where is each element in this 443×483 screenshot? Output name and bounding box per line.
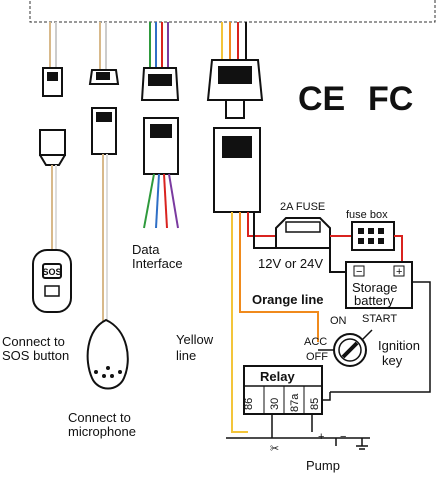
battery-minus: − <box>356 266 362 278</box>
relay-pin-87a: 87a <box>289 393 301 412</box>
device-box <box>29 0 436 23</box>
fusebox-label: fuse box <box>346 209 388 221</box>
ignition-switch <box>318 329 373 367</box>
data-label-line2: Interface <box>132 256 183 271</box>
fuse-box <box>351 221 403 272</box>
relay-pin-30: 30 <box>269 398 281 410</box>
yellow-line-label-1: Yellow <box>176 332 214 347</box>
pump-minus: − <box>340 431 346 443</box>
orange-line-label: Orange line <box>252 292 324 307</box>
ignition-label-line1: Ignition <box>378 338 420 353</box>
ce-logo: CE <box>298 80 345 118</box>
microphone <box>86 318 129 390</box>
battery-plus: + <box>396 266 402 278</box>
fuse-label: 2A FUSE <box>280 201 325 213</box>
svg-text:SOS: SOS <box>42 267 61 277</box>
voltage-label: 12V or 24V <box>258 256 323 271</box>
mic-label-line2: microphone <box>68 424 136 439</box>
ignition-label-line2: key <box>382 353 403 368</box>
yellow-line-label-2: line <box>176 348 196 363</box>
pump-wiring: ✂ <box>226 414 370 455</box>
sos-label-line2: SOS button <box>2 348 69 363</box>
relay-pin-85: 85 <box>309 398 321 410</box>
data-interface-cable <box>140 22 180 229</box>
svg-text:✂: ✂ <box>270 443 279 455</box>
ignition-on: ON <box>330 315 347 327</box>
pump-label: Pump <box>306 458 340 473</box>
ignition-start: START <box>362 313 397 325</box>
sos-cable: SOS <box>32 22 72 313</box>
relay <box>243 365 331 415</box>
sos-button <box>32 249 72 313</box>
sos-connector-bottom <box>39 129 66 156</box>
power-cable <box>206 22 346 433</box>
fc-logo: FC <box>368 80 413 118</box>
data-label-line1: Data <box>132 242 160 257</box>
ignition-acc: ACC <box>304 336 327 348</box>
microphone-cable <box>86 22 129 390</box>
mic-label-line1: Connect to <box>68 410 131 425</box>
relay-label: Relay <box>260 369 295 384</box>
pump-plus: + <box>318 431 324 443</box>
storage-battery <box>330 261 431 393</box>
inline-fuse <box>275 217 352 249</box>
sos-label-line1: Connect to <box>2 334 65 349</box>
battery-label-line1: Storage <box>352 280 398 295</box>
battery-label-line2: battery <box>354 293 394 308</box>
ignition-off: OFF <box>306 351 328 363</box>
relay-pin-86: 86 <box>243 398 255 410</box>
